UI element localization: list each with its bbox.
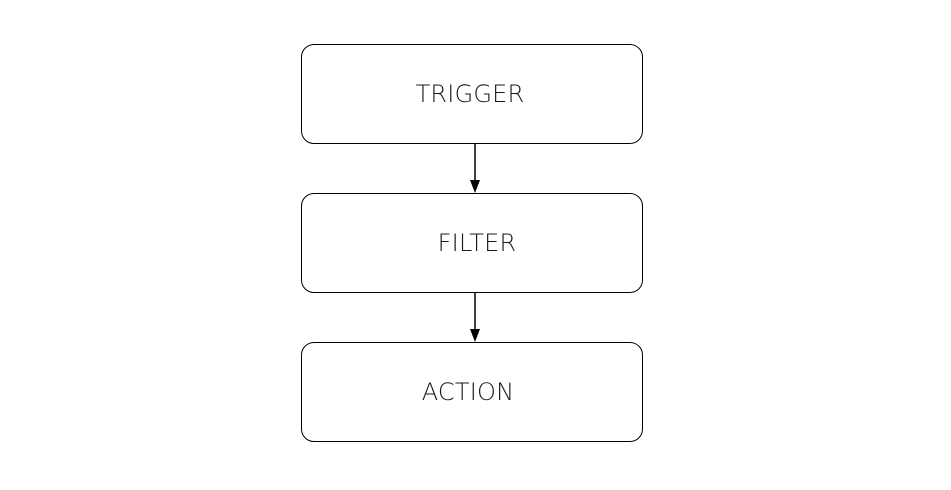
node-trigger[interactable]: TRIGGER — [301, 44, 643, 144]
arrowhead-icon — [470, 180, 480, 193]
node-action[interactable]: ACTION — [301, 342, 643, 442]
node-label: FILTER — [437, 229, 517, 257]
edge-trigger-to-filter — [470, 144, 480, 193]
arrowhead-icon — [470, 329, 480, 342]
edge-filter-to-action — [470, 293, 480, 342]
node-filter[interactable]: FILTER — [301, 193, 643, 293]
node-label: TRIGGER — [415, 80, 525, 108]
node-label: ACTION — [421, 378, 515, 406]
